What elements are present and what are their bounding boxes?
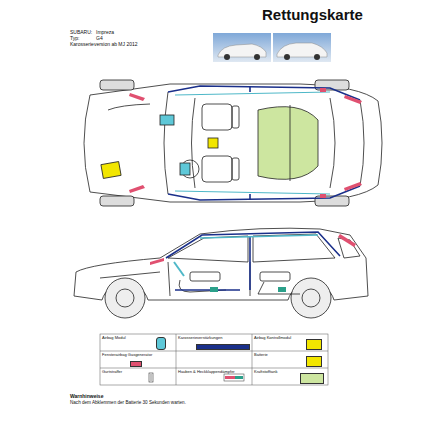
curtain-airbag	[200, 235, 318, 238]
legend-text: Batterie	[254, 353, 268, 358]
vehicle-info: Typ:	[70, 36, 79, 42]
warning-note: Warnhinweise	[70, 394, 103, 400]
legend-text: Airbag Kontrollmodul	[254, 336, 291, 341]
legend-text: Hauben & Heckklappendämpfer	[178, 370, 235, 375]
legend-swatch	[300, 373, 324, 384]
legend-swatch	[306, 356, 322, 367]
top-view	[84, 80, 382, 206]
car-photo	[213, 33, 271, 62]
vehicle-info: Karosserieversion ab MJ 2012	[70, 42, 138, 48]
damper	[129, 88, 362, 198]
legend-text: Fensterairbag Gasgenerator	[102, 353, 152, 358]
vehicle-info: G4	[96, 36, 103, 42]
vehicle-info: SUBARU:	[70, 30, 92, 36]
legend-swatch	[156, 337, 166, 350]
legend-shape	[149, 373, 244, 382]
damper	[150, 234, 356, 265]
vehicle-info: Impreza	[96, 30, 114, 36]
side-view	[74, 228, 368, 318]
warning-note: Nach dem Abklemmen der Batterie 30 Sekun…	[70, 400, 186, 405]
card-title: Rettungskarte	[262, 6, 363, 23]
legend-table	[100, 334, 328, 385]
legend-swatch	[196, 344, 250, 350]
reinforcement	[168, 86, 360, 200]
legend-swatch	[306, 339, 322, 350]
legend-text: Karosserieverstärkungen	[178, 336, 222, 341]
reinforcement	[166, 232, 340, 290]
curtain-airbag	[175, 92, 330, 194]
car-photo	[273, 33, 331, 62]
legend-text: Kraftstofftank	[254, 370, 278, 375]
legend-swatch	[130, 361, 142, 367]
legend-text: Gurtstraffer	[102, 370, 122, 375]
legend-text: Airbag Modul	[102, 336, 126, 341]
